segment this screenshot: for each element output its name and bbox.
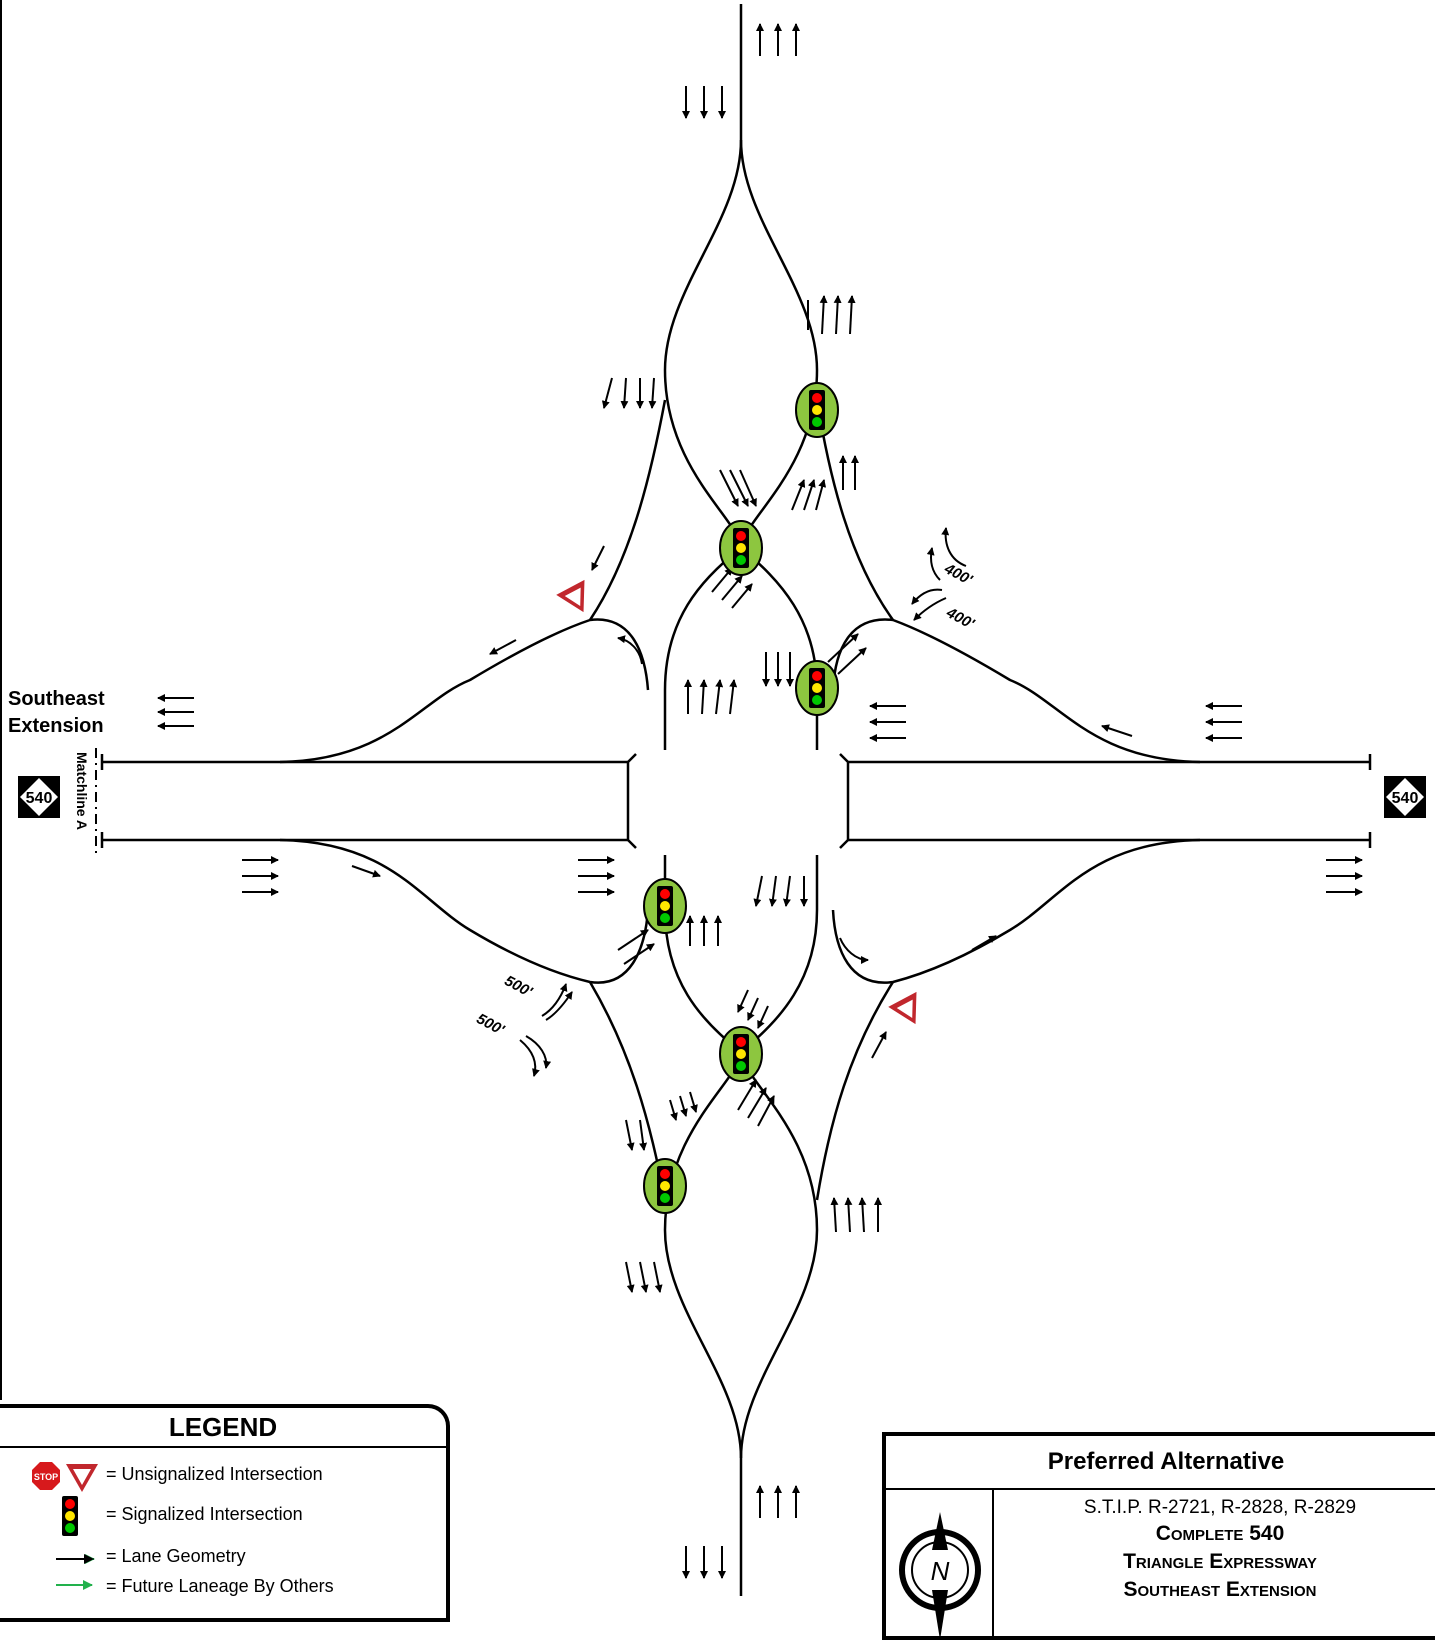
legend: LEGEND STOP = Unsignalized Intersection … (0, 1404, 450, 1622)
north-arrow-icon: N (899, 1512, 981, 1640)
title-block: Preferred Alternative N S.T.I.P. R-2721,… (882, 1432, 1435, 1640)
road-name: Southeast Extension (8, 686, 105, 740)
title-block-header: Preferred Alternative (886, 1436, 1435, 1490)
road-name-line1: Southeast (8, 688, 105, 710)
matchline-label: Matchline A (74, 752, 90, 831)
svg-text:STOP: STOP (34, 1472, 58, 1482)
legend-title: LEGEND (0, 1408, 446, 1448)
mainline-540 (100, 753, 1372, 849)
stip-numbers: S.T.I.P. R-2721, R-2828, R-2829 (1083, 1497, 1357, 1518)
legend-symbols: STOP (32, 1462, 98, 1590)
signal-n2 (719, 520, 763, 576)
project-line3: Southeast Extension (1123, 1578, 1317, 1601)
traffic-signal-icon (62, 1496, 78, 1536)
signal-s1 (643, 878, 687, 934)
signal-n1 (795, 382, 839, 438)
project-line1: Complete 540 (1155, 1522, 1285, 1545)
lane-geometry-arrow-icon (56, 1554, 95, 1564)
interchange-diagram: 540 540 (0, 0, 1426, 1596)
road-name-line2: Extension (8, 715, 104, 737)
yield-sign-icon (66, 1464, 98, 1492)
title-block-text: S.T.I.P. R-2721, R-2828, R-2829 Complete… (994, 1496, 1435, 1604)
svg-text:N: N (931, 1556, 950, 1586)
legend-signalized: = Signalized Intersection (106, 1504, 303, 1524)
svg-text:540: 540 (26, 790, 53, 807)
signal-n3 (795, 660, 839, 716)
stop-sign-icon: STOP (32, 1462, 60, 1490)
shield-540-right: 540 (1384, 776, 1426, 818)
yield-sign-se (888, 991, 930, 1032)
legend-future-laneage: = Future Laneage By Others (106, 1576, 334, 1596)
legend-unsignalized: = Unsignalized Intersection (106, 1464, 323, 1484)
svg-text:540: 540 (1392, 790, 1419, 807)
shield-540-left: 540 (18, 776, 60, 818)
yield-sign-nw (556, 579, 598, 620)
north-arrow: N (886, 1490, 994, 1640)
legend-lane-geometry: = Lane Geometry (106, 1546, 246, 1566)
signal-s2 (719, 1026, 763, 1082)
lane-arrows (157, 23, 1363, 1579)
signal-s3 (643, 1158, 687, 1214)
project-line2: Triangle Expressway (1123, 1550, 1317, 1573)
cross-street (663, 4, 819, 1596)
